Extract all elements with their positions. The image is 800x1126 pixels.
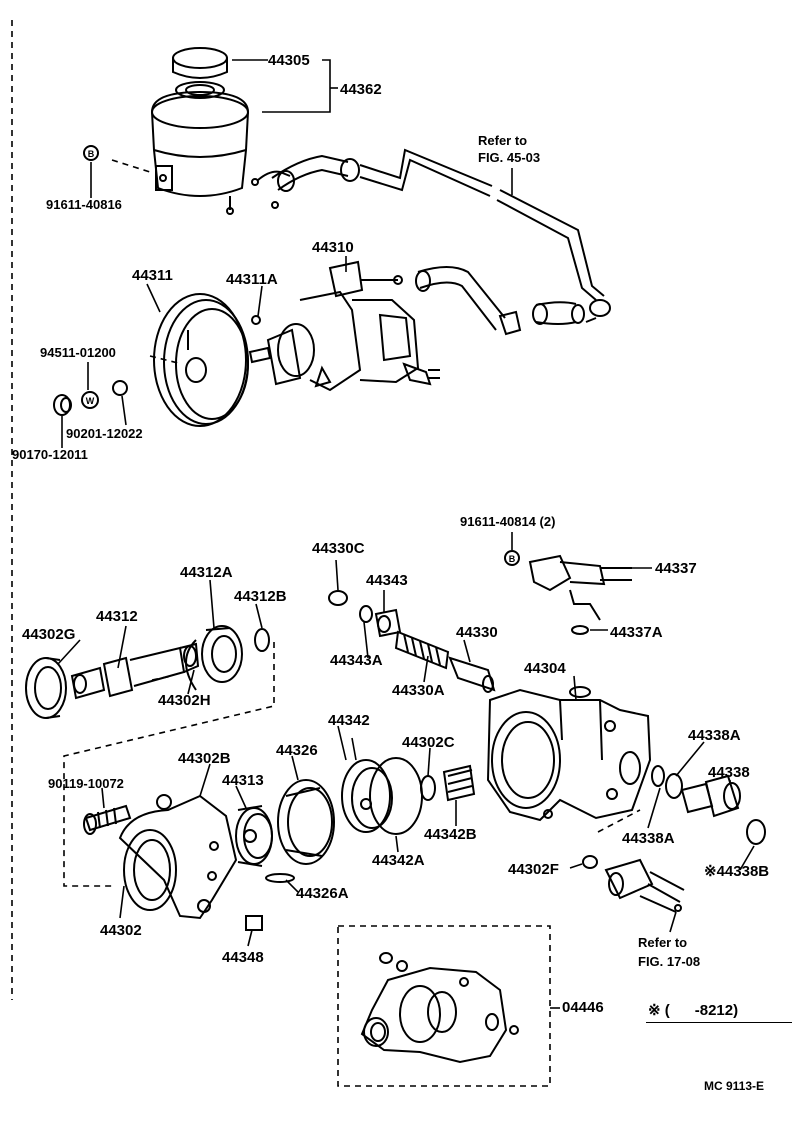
- union-fitting: [680, 774, 766, 845]
- label-44310: 44310: [312, 239, 354, 256]
- footnote-underline: [646, 1022, 792, 1023]
- label-44326A: 44326A: [296, 885, 349, 902]
- label-44342B: 44342B: [424, 826, 477, 843]
- bottom-leader-lines: [57, 532, 755, 947]
- label-44362: 44362: [340, 81, 382, 98]
- rotor: [235, 805, 273, 867]
- label-04446: 04446: [562, 999, 604, 1016]
- suction-pipe: [415, 266, 585, 336]
- label-44302H: 44302H: [158, 692, 211, 709]
- front-cover: [118, 794, 238, 920]
- label-44343A: 44343A: [330, 652, 383, 669]
- pump-pulley: [153, 293, 249, 427]
- cam-ring-and-plate: [341, 757, 683, 835]
- pump-body: [248, 260, 440, 392]
- label-44302B: 44302B: [178, 750, 231, 767]
- label-44312B: 44312B: [234, 588, 287, 605]
- label-44302C: 44302C: [402, 734, 455, 751]
- gasket-kit: [360, 952, 519, 1064]
- bolt-mark-b-2: B: [509, 554, 516, 564]
- label-44302G: 44302G: [22, 626, 76, 643]
- label-44313: 44313: [222, 772, 264, 789]
- label-44326: 44326: [276, 742, 318, 759]
- label-44338A-top: 44338A: [688, 727, 741, 744]
- label-90119-10072: 90119-10072: [48, 776, 124, 791]
- bolt-mark-w: W: [86, 396, 95, 406]
- gasket-kit-box: [337, 925, 560, 1087]
- label-44343: 44343: [366, 572, 408, 589]
- label-refer-to-2: Refer to: [638, 935, 688, 950]
- label-44311: 44311: [132, 267, 173, 284]
- oil-seal: [25, 657, 67, 719]
- cam-ring: [265, 779, 335, 883]
- return-hose: [251, 148, 611, 323]
- label-44338: 44338: [708, 764, 750, 781]
- pressure-switch: [582, 855, 685, 913]
- vane: [245, 915, 263, 931]
- label-44305: 44305: [268, 52, 310, 69]
- label-44311A: 44311A: [226, 271, 278, 288]
- label-91611-40816: 91611-40816: [46, 197, 122, 212]
- label-44330: 44330: [456, 624, 498, 641]
- label-fig-17-08: FIG. 17-08: [638, 954, 701, 969]
- label-44330A: 44330A: [392, 682, 445, 699]
- reservoir-tank: [151, 47, 249, 215]
- flow-control-fitting: [504, 550, 632, 635]
- label-44337: 44337: [655, 560, 697, 577]
- label-44302: 44302: [100, 922, 142, 939]
- label-44338A-bottom: 44338A: [622, 830, 675, 847]
- label-44304: 44304: [524, 660, 566, 677]
- label-44302F: 44302F: [508, 861, 559, 878]
- pump-housing: [486, 686, 652, 822]
- bolt-mark-b-1: B: [88, 149, 95, 159]
- label-44312A: 44312A: [180, 564, 233, 581]
- label-90201-12022: 90201-12022: [66, 426, 143, 441]
- pump-shaft: [70, 642, 200, 700]
- label-44342A: 44342A: [372, 852, 425, 869]
- label-94511-01200: 94511-01200: [40, 345, 116, 360]
- cover-bolt: [83, 804, 132, 835]
- top-leader-lines: [61, 59, 513, 448]
- bearing-and-snap-ring: [185, 625, 270, 691]
- label-refer-to-1: Refer to: [478, 133, 528, 148]
- label-44337A: 44337A: [610, 624, 663, 641]
- label-91611-40814: 91611-40814 (2): [460, 514, 556, 529]
- figure-code: MC 9113-E: [704, 1079, 765, 1093]
- valve-components: [328, 590, 496, 693]
- label-44312: 44312: [96, 608, 138, 625]
- label-44330C: 44330C: [312, 540, 365, 557]
- label-44338B: ※44338B: [704, 863, 770, 880]
- label-fig-45-03: FIG. 45-03: [478, 150, 541, 165]
- label-44342: 44342: [328, 712, 370, 729]
- label-90170-12011: 90170-12011: [12, 447, 88, 462]
- top-small-parts: [53, 145, 261, 416]
- label-44348: 44348: [222, 949, 264, 966]
- footnote-period: ※ ( -8212): [648, 1002, 739, 1019]
